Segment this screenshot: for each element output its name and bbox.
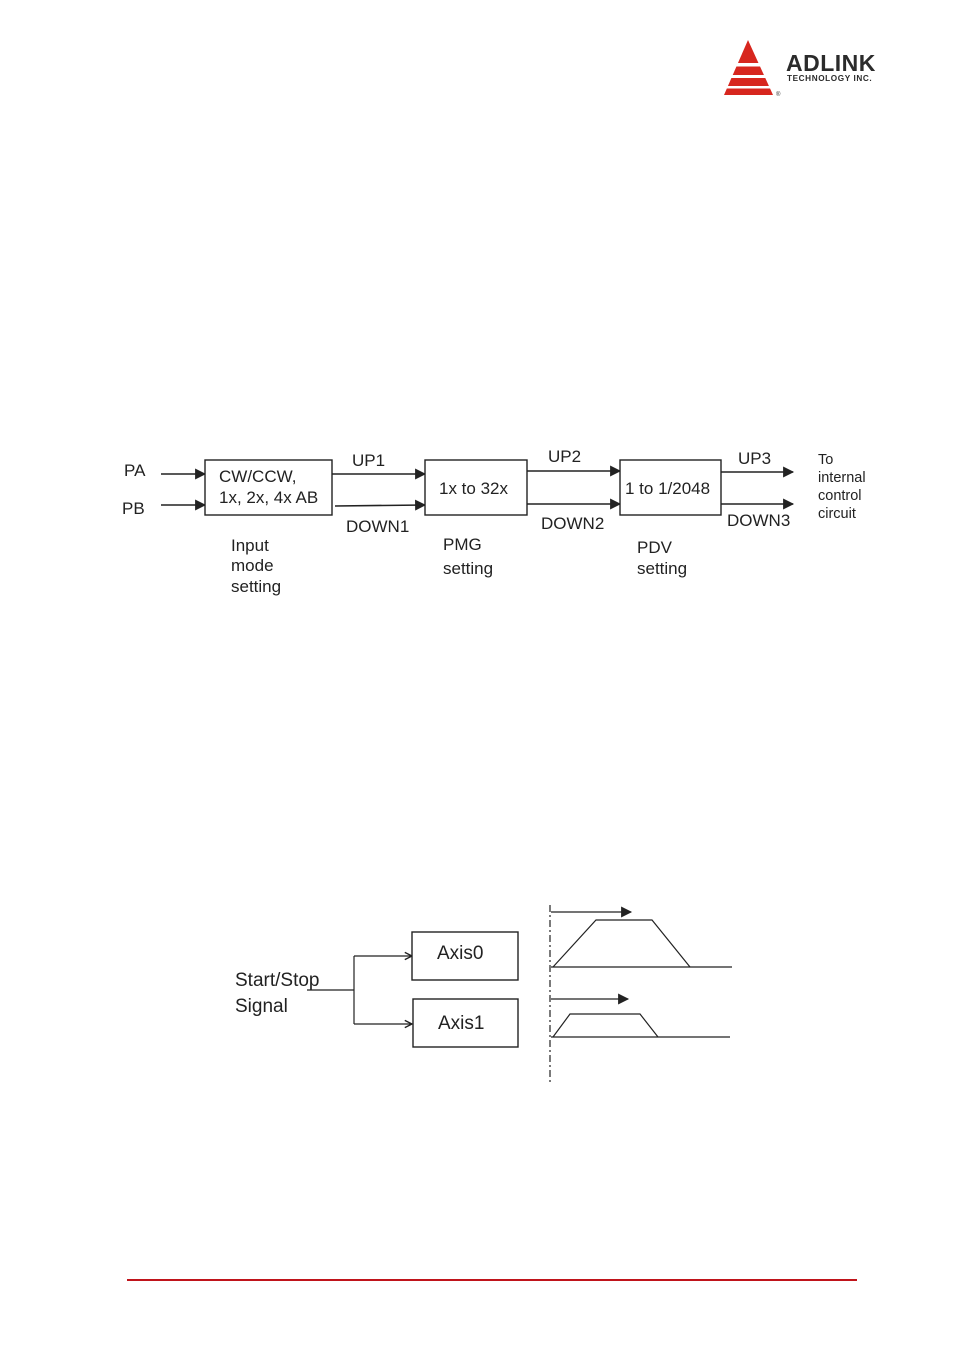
start-stop-label-1: Start/Stop (235, 970, 320, 991)
output-label-4: circuit (818, 506, 856, 522)
footer-rule (127, 1279, 857, 1281)
up3-label: UP3 (738, 449, 771, 468)
adlink-triangle-icon (720, 40, 778, 95)
input-mode-block-line-1: CW/CCW, (219, 467, 296, 486)
input-mode-caption-2: mode (231, 556, 274, 575)
pmg-caption-1: PMG (443, 535, 482, 554)
input-mode-block-line-2: 1x, 2x, 4x AB (219, 488, 318, 507)
input-label-pb: PB (122, 499, 145, 518)
counter-input-block-diagram: PA PB CW/CCW, 1x, 2x, 4x AB Input mode s… (122, 447, 866, 596)
axis0-velocity-profile (553, 920, 690, 967)
pmg-block-text: 1x to 32x (439, 479, 508, 498)
pdv-caption-1: PDV (637, 538, 673, 557)
output-label-2: internal (818, 470, 866, 486)
input-mode-caption-3: setting (231, 577, 281, 596)
input-label-pa: PA (124, 461, 146, 480)
axis1-label: Axis1 (438, 1013, 484, 1034)
down1-label: DOWN1 (346, 517, 409, 536)
output-label-1: To (818, 452, 833, 468)
pmg-caption-2: setting (443, 559, 493, 578)
adlink-logo: ADLINK TECHNOLOGY INC. ® (720, 40, 876, 98)
logo-registered-mark: ® (776, 91, 781, 98)
pdv-caption-2: setting (637, 559, 687, 578)
logo-tagline: TECHNOLOGY INC. (787, 74, 872, 83)
axis1-velocity-profile (553, 1014, 658, 1037)
start-stop-label-2: Signal (235, 996, 288, 1017)
input-mode-caption-1: Input (231, 536, 269, 555)
up2-label: UP2 (548, 447, 581, 466)
axis0-label: Axis0 (437, 943, 483, 964)
output-label-3: control (818, 488, 862, 504)
down3-label: DOWN3 (727, 511, 790, 530)
up1-label: UP1 (352, 451, 385, 470)
simultaneous-start-diagram: Start/Stop Signal Axis0 Axis1 (235, 905, 732, 1082)
logo-wordmark: ADLINK (786, 50, 876, 76)
pdv-block-text: 1 to 1/2048 (625, 479, 710, 498)
down2-label: DOWN2 (541, 514, 604, 533)
down1-arrow (335, 505, 425, 506)
